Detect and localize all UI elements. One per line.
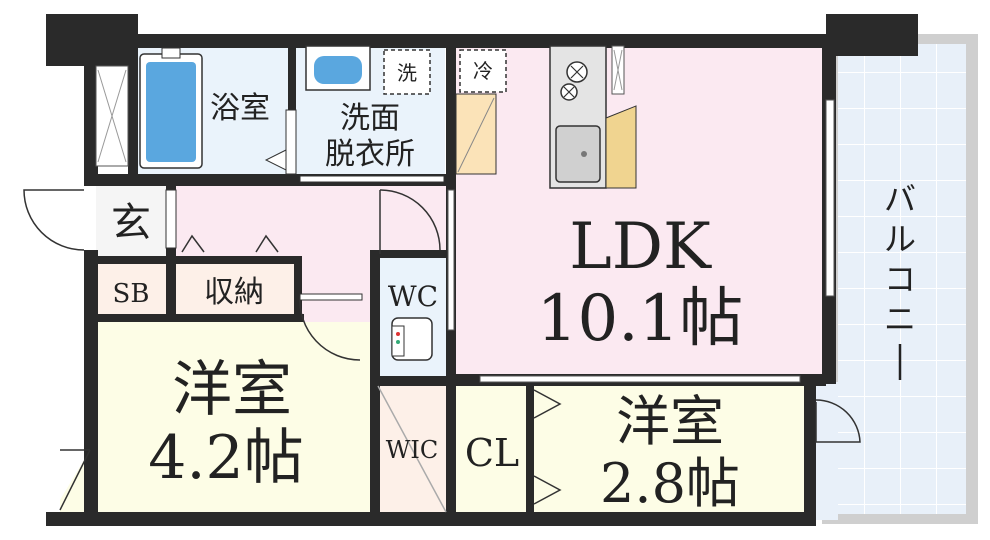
balcony-char: ー — [884, 340, 916, 378]
washroom-label-1: 洗面 — [340, 101, 400, 136]
storage-room — [176, 262, 294, 314]
fridge-label: 冷 — [473, 59, 493, 83]
washroom-label-2: 脱衣所 — [325, 137, 415, 172]
balcony-char: コ — [884, 260, 916, 298]
ldk-size-label: 10.1帖 — [537, 282, 744, 356]
western-room-2-size: 2.8帖 — [600, 452, 740, 515]
ldk-room — [455, 46, 825, 376]
western-room-1-name: 洋室 — [172, 355, 292, 425]
wc-label: WC — [388, 280, 438, 313]
fridge-space-icon — [459, 49, 507, 93]
washer-label: 洗 — [397, 61, 417, 85]
storage-panel — [455, 93, 497, 175]
bathtub-icon — [139, 47, 203, 169]
balcony-char: ニ — [884, 300, 916, 338]
washbasin-icon — [305, 45, 371, 91]
shoe-box — [96, 262, 166, 314]
western-room-1-size: 4.2帖 — [148, 423, 303, 493]
western-room-1 — [60, 322, 370, 516]
kitchen-counter-icon — [549, 45, 637, 189]
balcony-char: バ — [884, 180, 916, 218]
wic-label: WIC — [386, 436, 439, 464]
balcony-char: ル — [884, 220, 916, 258]
bath-label: 浴室 — [210, 91, 270, 126]
toilet-icon — [391, 317, 433, 361]
entrance-label: 玄 — [111, 200, 151, 246]
entrance-room — [96, 184, 166, 256]
ldk-name-label: LDK — [569, 210, 712, 284]
shoe-box-label: SB — [113, 279, 150, 309]
western-room-2-name: 洋室 — [616, 390, 724, 453]
doors — [23, 189, 861, 511]
balcony-label: バ ル コ ニ ー — [884, 180, 916, 380]
washer-space-icon — [383, 49, 431, 95]
closet-label: CL — [465, 431, 519, 475]
storage-label: 収納 — [204, 275, 264, 310]
western-room-2 — [532, 386, 810, 516]
closet-room — [456, 386, 526, 516]
